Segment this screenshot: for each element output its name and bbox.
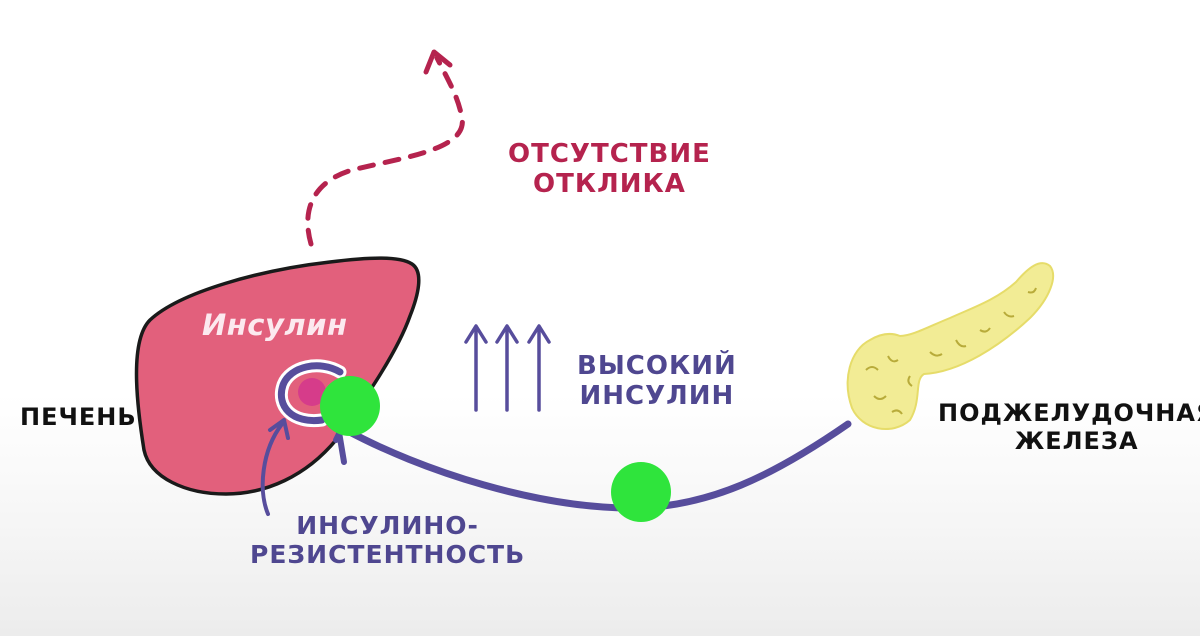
resistance-line1: ИНСУЛИНО-	[296, 511, 479, 540]
insulin-molecule-in-blood	[611, 462, 671, 522]
high-insulin-line2: ИНСУЛИН	[579, 380, 735, 411]
no-response-line2: ОТКЛИКА	[533, 168, 686, 199]
up-arrow	[495, 324, 519, 412]
insulin-resistance-label: ИНСУЛИНО- РЕЗИСТЕНТНОСТЬ	[250, 511, 526, 570]
liver-label: ПЕЧЕНЬ	[20, 403, 137, 431]
no-response-label: ОТСУТСТВИЕ ОТКЛИКА	[508, 139, 711, 200]
pancreas-label-line2: ЖЕЛЕЗА	[1014, 426, 1139, 455]
up-arrow-group	[464, 324, 551, 412]
up-arrow	[464, 324, 488, 412]
insulin-receptor	[275, 359, 347, 465]
high-insulin-line1: ВЫСОКИЙ	[577, 351, 737, 381]
up-arrow	[527, 324, 551, 412]
resistance-line2: РЕЗИСТЕНТНОСТЬ	[250, 539, 526, 569]
pancreas-label-line1: ПОДЖЕЛУДОЧНАЯ	[938, 399, 1200, 427]
liver-organ	[134, 256, 421, 496]
dashed-up-arrow	[305, 49, 465, 247]
pancreas-organ	[846, 262, 1055, 430]
high-insulin-label: ВЫСОКИЙ ИНСУЛИН	[577, 351, 737, 412]
insulin-label-liver: Инсулин	[202, 308, 348, 342]
resistance-pointer-arrow	[260, 418, 290, 516]
insulin-pathway-curve	[342, 420, 852, 512]
pancreas-label: ПОДЖЕЛУДОЧНАЯ ЖЕЛЕЗА	[938, 399, 1200, 455]
insulin-molecule-at-receptor	[320, 376, 380, 436]
no-response-line1: ОТСУТСТВИЕ	[508, 139, 711, 169]
